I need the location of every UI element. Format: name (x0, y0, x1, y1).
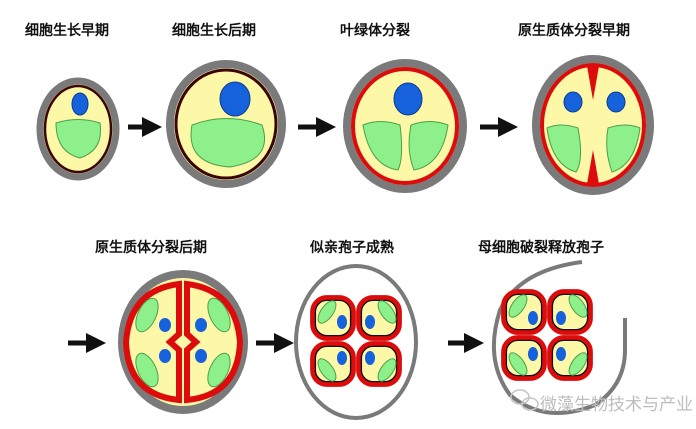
stage-label-early-protoplast-division: 原生质体分裂早期 (518, 22, 630, 39)
chloroplast (408, 121, 449, 171)
chloroplast (55, 119, 102, 159)
chloroplast (207, 352, 231, 388)
nucleus (219, 81, 251, 117)
arrows (68, 117, 518, 353)
wechat-icon (510, 389, 539, 411)
cell-late-growth (166, 60, 286, 188)
nucleus (606, 91, 626, 113)
stage-label-early-growth: 细胞生长早期 (25, 22, 109, 39)
watermark: 微藻生物技术与产业 (510, 389, 693, 415)
nucleus (159, 349, 171, 363)
chloroplast (135, 352, 159, 388)
watermark-text: 微藻生物技术与产业 (540, 395, 693, 415)
chloroplast (207, 297, 231, 333)
chloroplast (190, 118, 266, 168)
cell-early-protoplast-division (532, 55, 654, 195)
stage-label-spore-release: 母细胞破裂释放孢子 (478, 239, 604, 256)
chloroplast (135, 297, 159, 333)
nucleus (563, 91, 583, 113)
cell-chloroplast-division (343, 59, 467, 193)
stage-label-chloroplast-division: 叶绿体分裂 (340, 22, 410, 39)
chloroplast (362, 121, 403, 171)
nucleus (195, 349, 207, 363)
cell-autospore-maturation (294, 264, 418, 420)
cell-spore-release (491, 260, 627, 415)
nucleus (393, 82, 423, 116)
cell-late-protoplast-division (118, 270, 248, 414)
nucleus (71, 92, 89, 116)
chloroplast (606, 124, 641, 173)
chloroplast (546, 124, 582, 173)
ruptured-mother-wall (491, 260, 627, 415)
stage-label-autospore-maturation: 似亲孢子成熟 (309, 239, 394, 256)
stage-label-late-protoplast-division: 原生质体分裂后期 (95, 239, 207, 256)
nucleus (159, 318, 171, 332)
nucleus (195, 318, 207, 332)
stage-label-late-growth: 细胞生长后期 (172, 22, 256, 39)
cell-early-growth (36, 77, 120, 181)
